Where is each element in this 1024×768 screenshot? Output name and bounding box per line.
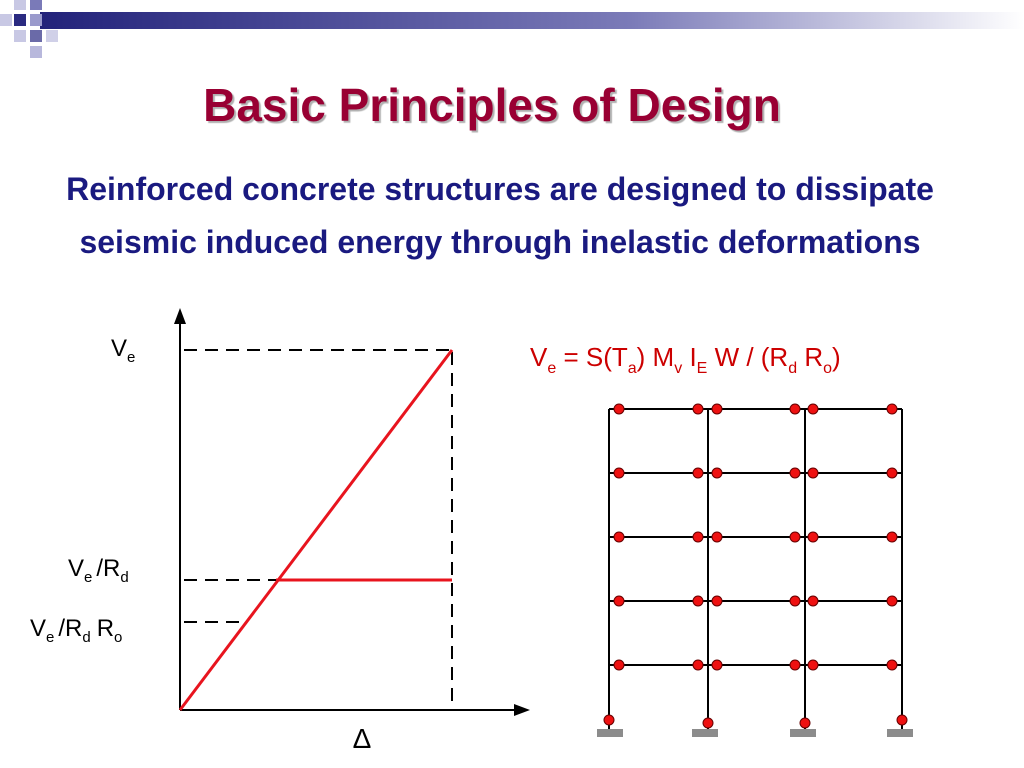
frame-structure (597, 403, 913, 737)
label-ve: Ve (111, 335, 135, 366)
column-supports (597, 729, 913, 737)
base-shear-formula: Ve = S(Ta) Mv IE W / (Rd Ro) (530, 342, 841, 377)
elastic-response-line (178, 349, 454, 711)
slide-title: Basic Principles of Design (203, 79, 781, 131)
frame-columns (608, 409, 903, 729)
frame-beams (609, 408, 902, 666)
plastic-hinges (603, 403, 908, 729)
y-axis-arrow (174, 308, 186, 324)
label-delta: Δ (353, 723, 372, 754)
x-axis-arrow (514, 704, 530, 716)
label-ve-rd: Ve/Rd (68, 555, 129, 586)
decorative-logo-bar (0, 0, 1024, 58)
slide-subtitle: Reinforced concrete structures are desig… (66, 171, 934, 260)
